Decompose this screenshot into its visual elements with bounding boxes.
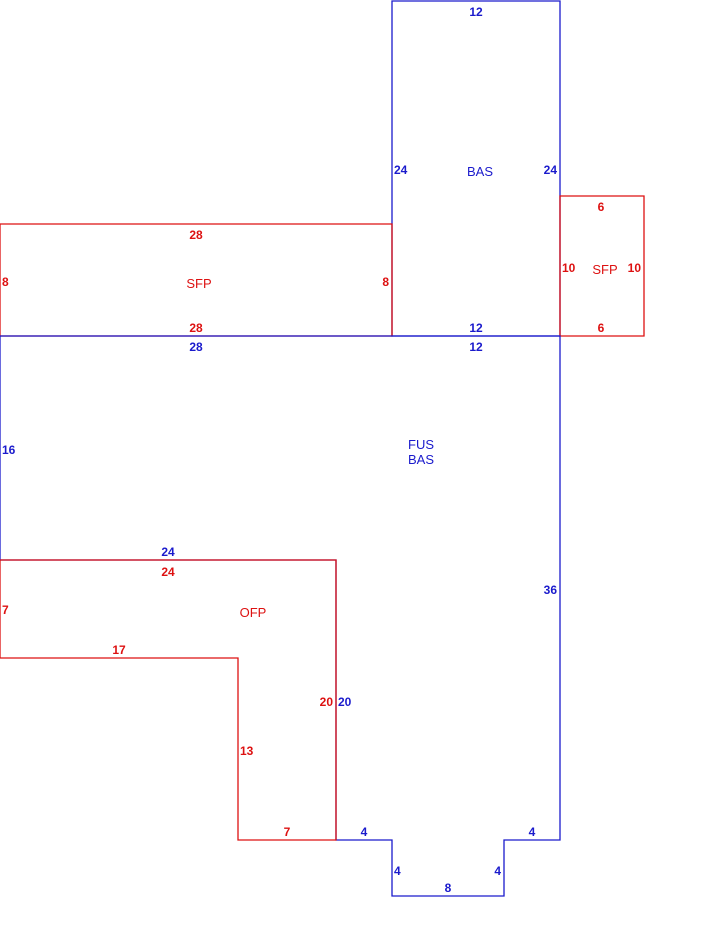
dim-bas-top-left: 24	[394, 163, 408, 177]
dim-sfp-right-bottom: 6	[598, 321, 605, 335]
fus-bas-outline	[0, 335, 561, 897]
dim-ofp-right: 20	[320, 695, 334, 709]
area-label-fus: FUS	[408, 437, 434, 452]
dim-main-notch-left: 4	[394, 864, 401, 878]
dim-main-bottom-right: 4	[529, 825, 536, 839]
dim-sfp-left-left: 8	[2, 275, 9, 289]
dim-main-step-top: 24	[161, 545, 175, 559]
ofp-outline	[0, 559, 337, 841]
dim-sfp-right-top: 6	[598, 200, 605, 214]
dim-sfp-right-left: 10	[562, 261, 576, 275]
sfp-right-outline	[559, 195, 645, 337]
area-label-bas: BAS	[467, 164, 493, 179]
dim-main-top-right: 12	[469, 340, 483, 354]
dim-sfp-left-right: 8	[382, 275, 389, 289]
dim-sfp-left-top: 28	[189, 228, 203, 242]
dim-ofp-top: 24	[161, 565, 175, 579]
dim-main-left: 16	[2, 443, 16, 457]
dim-main-top-left: 28	[189, 340, 203, 354]
dim-main-bottom-left: 4	[361, 825, 368, 839]
dim-bas-top-right: 24	[544, 163, 558, 177]
dim-ofp-left: 7	[2, 603, 9, 617]
area-label-ofp: OFP	[240, 605, 267, 620]
area-label-sfp-left: SFP	[186, 276, 211, 291]
area-label-sfp-right: SFP	[592, 262, 617, 277]
dim-ofp-inner-left: 13	[240, 744, 254, 758]
dim-main-notch-right: 4	[494, 864, 501, 878]
dim-main-right: 36	[544, 583, 558, 597]
dim-main-step-right: 20	[338, 695, 352, 709]
dim-sfp-right-right: 10	[628, 261, 642, 275]
dim-sfp-left-bottom: 28	[189, 321, 203, 335]
dim-ofp-bottom: 7	[284, 825, 291, 839]
dim-bas-top-top: 12	[469, 5, 483, 19]
dim-ofp-inner-top: 17	[112, 643, 126, 657]
dim-main-notch-bottom: 8	[445, 881, 452, 895]
area-label-fus-bas: BAS	[408, 452, 434, 467]
dim-bas-top-bottom: 12	[469, 321, 483, 335]
